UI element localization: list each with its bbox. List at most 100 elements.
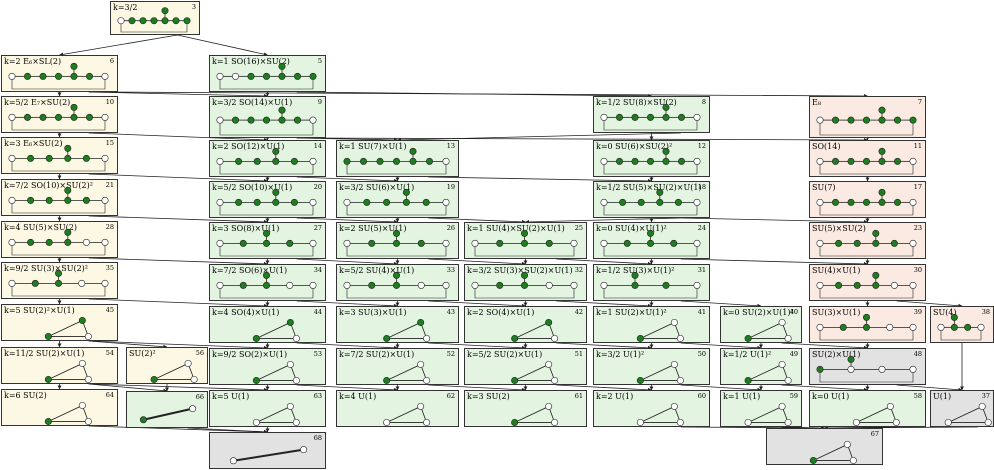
node-label: k=0 U(1) xyxy=(812,392,850,401)
dynkin-node xyxy=(368,239,376,247)
dynkin-node xyxy=(631,113,639,121)
dynkin-node xyxy=(778,402,786,410)
node-number: 56 xyxy=(195,349,204,357)
node-33: k=5/2 SU(4)×U(1)33 xyxy=(336,264,459,301)
node-54: k=11/2 SU(2)×U(1)54 xyxy=(1,347,118,384)
dynkin-node xyxy=(286,318,294,326)
node-number: 18 xyxy=(697,183,706,191)
dynkin-node xyxy=(309,198,317,206)
dynkin-node xyxy=(872,281,880,289)
dynkin-graph xyxy=(600,103,701,131)
dynkin-node xyxy=(872,239,880,247)
dynkin-node xyxy=(252,418,260,426)
node-14: k=2 SO(12)×U(1)14 xyxy=(209,140,326,177)
dynkin-node xyxy=(247,116,255,124)
dynkin-node xyxy=(678,157,686,165)
node-number: 58 xyxy=(913,392,922,400)
node-64: k=6 SU(2)64 xyxy=(1,389,118,426)
dynkin-node xyxy=(229,457,237,465)
node-label: k=1 SO(16)×SU(2) xyxy=(212,57,290,66)
node-number: 67 xyxy=(870,430,879,438)
node-label: k=1 SU(7)×U(1) xyxy=(339,142,407,151)
dynkin-node xyxy=(216,239,224,247)
node-label: SU(2)×U(1) xyxy=(812,350,861,359)
dynkin-node xyxy=(54,113,62,121)
node-label: k=2 SO(12)×U(1) xyxy=(212,142,285,151)
node-59: k=1 U(1)59 xyxy=(720,390,802,427)
dynkin-node xyxy=(216,281,224,289)
dynkin-node xyxy=(600,281,608,289)
dynkin-graph xyxy=(471,271,578,299)
dynkin-node xyxy=(600,198,608,206)
node-number: 20 xyxy=(313,183,322,191)
node-number: 64 xyxy=(105,391,114,399)
dynkin-node xyxy=(442,239,450,247)
node-42: k=2 SO(4)×U(1)42 xyxy=(464,306,587,343)
dynkin-node xyxy=(235,198,243,206)
dynkin-graph xyxy=(216,188,317,216)
node-label: k=4 SO(4)×U(1) xyxy=(212,308,280,317)
dynkin-node xyxy=(150,375,158,383)
dynkin-node xyxy=(570,281,578,289)
dynkin-node xyxy=(286,281,294,289)
node-15: k=3 E₆×SU(2)15 xyxy=(1,137,118,174)
dynkin-node xyxy=(239,281,247,289)
node-label: k=9/2 SU(3)×SU(2)² xyxy=(4,264,88,273)
dynkin-graph xyxy=(383,360,431,384)
dynkin-node xyxy=(309,239,317,247)
dynkin-node xyxy=(417,318,425,326)
node-label: k=5/2 SU(2)×U(1) xyxy=(467,350,543,359)
node-32: k=3/2 SU(3)×SU(2)×U(1)32 xyxy=(464,264,587,301)
dynkin-node xyxy=(744,334,752,342)
node-label: k=0 SU(2)×U(1)² xyxy=(723,308,794,317)
dynkin-node xyxy=(128,17,136,25)
node-45: k=5 SU(2)²×U(1)45 xyxy=(1,304,118,341)
node-8: k=1/2 SU(8)×SU(2)8 xyxy=(593,96,710,133)
dynkin-node xyxy=(82,196,90,204)
dynkin-node xyxy=(247,72,255,80)
node-number: 26 xyxy=(446,224,455,232)
dynkin-node xyxy=(383,418,391,426)
dynkin-node xyxy=(216,157,224,165)
dynkin-node xyxy=(909,116,917,124)
dynkin-node xyxy=(183,17,191,25)
node-number: 24 xyxy=(697,224,706,232)
dynkin-node xyxy=(39,72,47,80)
dynkin-node xyxy=(909,365,917,373)
dynkin-node xyxy=(45,196,53,204)
node-58: k=0 U(1) 58 xyxy=(809,390,926,427)
dynkin-node xyxy=(253,157,261,165)
node-label: k=3/2 SO(14)×U(1) xyxy=(212,98,293,107)
node-number: 68 xyxy=(313,434,322,442)
dynkin-node xyxy=(383,376,391,384)
dynkin-node xyxy=(615,157,623,165)
dynkin-graph xyxy=(8,144,109,172)
node-label: k=9/2 SO(2)×U(1) xyxy=(212,350,288,359)
dynkin-node xyxy=(853,239,861,247)
dynkin-node xyxy=(343,239,351,247)
dynkin-node xyxy=(262,281,270,289)
dynkin-node xyxy=(253,198,261,206)
dynkin-node xyxy=(950,323,958,331)
dynkin-node xyxy=(139,416,147,424)
node-label: k=7/2 SU(2)×U(1) xyxy=(339,350,415,359)
dynkin-node xyxy=(359,157,367,165)
dynkin-node xyxy=(520,281,528,289)
node-23: SU(5)×SU(2)23 xyxy=(809,222,926,259)
dynkin-node xyxy=(31,279,39,287)
node-number: 51 xyxy=(574,350,583,358)
node-26: k=2 SU(5)×U(1)26 xyxy=(336,222,459,259)
dynkin-node xyxy=(252,334,260,342)
dynkin-node xyxy=(45,238,53,246)
node-39: SU(3)×U(1)39 xyxy=(809,306,926,343)
node-30: SU(4)×U(1)30 xyxy=(809,264,926,301)
dynkin-node xyxy=(44,332,52,340)
dynkin-node xyxy=(511,418,519,426)
dynkin-node xyxy=(423,376,431,384)
dynkin-node xyxy=(239,239,247,247)
dynkin-node xyxy=(886,402,894,410)
